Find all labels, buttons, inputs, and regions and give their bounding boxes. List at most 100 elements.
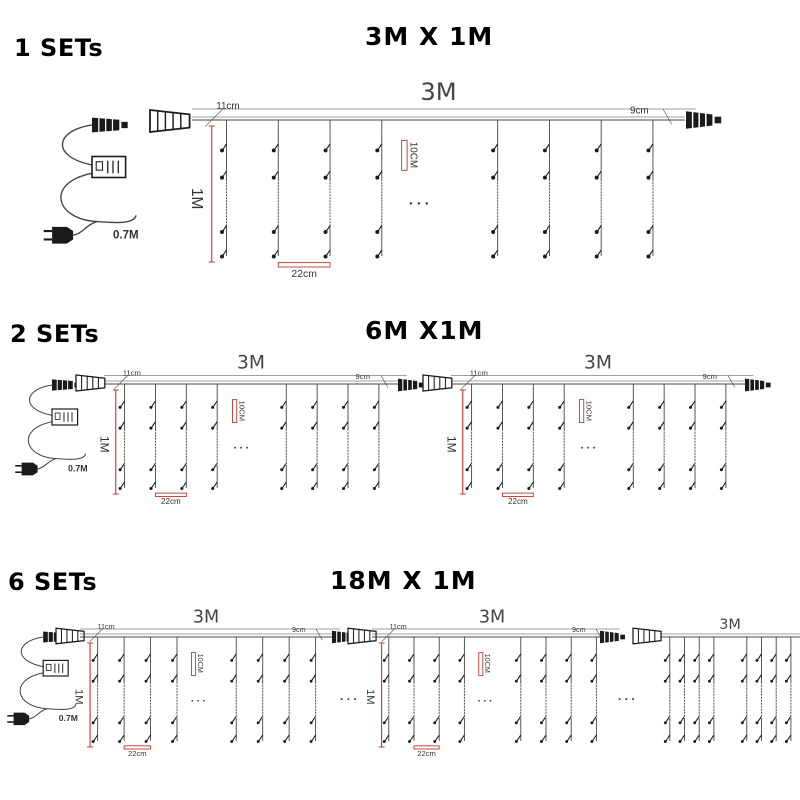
start-gap-label: 11cm xyxy=(470,369,488,378)
section-title: 3M X 1M xyxy=(365,22,494,51)
bulb xyxy=(755,740,759,743)
bulb xyxy=(707,679,711,683)
bulb xyxy=(590,721,594,725)
power-cable xyxy=(27,421,87,460)
section-label: 1 SETs xyxy=(14,34,104,62)
bulb-stem xyxy=(312,481,318,489)
length-label: 3M xyxy=(237,353,265,374)
bulb xyxy=(627,405,631,409)
bulb-stem xyxy=(409,674,415,681)
bulb-stem xyxy=(119,653,125,661)
bulb-stem xyxy=(120,462,126,470)
bulb xyxy=(496,426,500,430)
bulb xyxy=(283,679,287,683)
bulb xyxy=(565,658,569,662)
bulb xyxy=(309,658,313,662)
bulb xyxy=(540,740,543,743)
plug-body xyxy=(21,462,38,476)
bulb-stem xyxy=(694,715,700,723)
bulb-stem xyxy=(172,653,178,661)
bulb-stem xyxy=(150,481,156,489)
bulb-stem xyxy=(694,674,700,681)
bulb-stem xyxy=(146,734,152,742)
bulb xyxy=(144,679,148,683)
bulb-stem xyxy=(258,715,264,723)
bulb-stem xyxy=(150,400,156,408)
power-plug-icon xyxy=(43,220,98,244)
bulb xyxy=(558,405,562,409)
bulb-stem xyxy=(771,653,777,661)
power-supply-group: 0.7M xyxy=(43,117,139,244)
bulb xyxy=(211,405,215,409)
height-label: 1M xyxy=(444,436,458,453)
bulb-stem xyxy=(541,674,547,681)
connector-body xyxy=(149,109,191,133)
bulb xyxy=(458,721,462,725)
bulb xyxy=(91,658,95,662)
bulb-stem xyxy=(516,734,522,742)
connector-plug-icon xyxy=(149,109,191,133)
bulb xyxy=(693,740,697,743)
bulb xyxy=(256,658,260,662)
bulb xyxy=(309,740,313,743)
bulb xyxy=(663,721,667,725)
bulb-stem xyxy=(434,674,440,681)
bulb xyxy=(678,679,682,683)
power-plug-icon xyxy=(15,458,57,476)
bulb xyxy=(149,405,153,409)
bulb-stem xyxy=(628,481,634,489)
bulb-stem xyxy=(786,734,792,742)
bulb xyxy=(594,175,599,180)
drop-spacing-label: 10CM xyxy=(483,654,492,673)
bulb-stem xyxy=(384,674,390,681)
connector-plug-icon xyxy=(75,374,106,392)
bulb-stem xyxy=(146,674,152,681)
bulb-stem xyxy=(541,653,547,661)
controller-body xyxy=(51,408,79,426)
dim-line xyxy=(727,375,736,388)
bulb-stem xyxy=(181,421,187,428)
bulb xyxy=(375,230,380,235)
bulb-stem xyxy=(591,653,597,661)
bulb xyxy=(688,405,693,409)
height-label: 1M xyxy=(188,188,205,209)
power-supply-group: 0.7M xyxy=(7,631,78,726)
dim-line xyxy=(89,628,103,643)
end-cap-tip xyxy=(620,634,625,640)
bulb xyxy=(514,679,518,683)
bulb-stem xyxy=(311,674,317,681)
bulb xyxy=(311,468,315,472)
bulb xyxy=(770,679,774,683)
length-label: 3M xyxy=(479,608,505,628)
power-connector-icon xyxy=(92,117,128,133)
bulb xyxy=(382,721,386,725)
curtain-unit: 3M xyxy=(660,617,800,743)
bulb xyxy=(271,230,276,235)
bulb xyxy=(663,679,667,683)
bulb-stem xyxy=(690,462,696,470)
bulb-stem xyxy=(559,421,565,428)
bulb-stem xyxy=(566,734,572,742)
strand-spacing-label: 22cm xyxy=(291,269,317,280)
controller-button xyxy=(45,663,52,671)
bulb xyxy=(220,254,224,259)
bulb-stem xyxy=(757,653,762,661)
bulb-stem xyxy=(146,715,152,723)
bulb-stem xyxy=(311,653,317,661)
cable-length-label: 0.7M xyxy=(113,229,139,241)
drop-spacing-label: 10CM xyxy=(407,142,418,168)
bulb xyxy=(118,486,122,491)
start-gap-label: 11cm xyxy=(216,101,239,112)
bulb xyxy=(527,468,531,472)
bulb xyxy=(283,658,287,662)
bulb xyxy=(220,230,224,235)
bulb xyxy=(784,679,788,683)
bulb-stem xyxy=(680,653,685,661)
connector-body xyxy=(347,627,377,645)
end-cap-tip xyxy=(714,116,722,124)
bulb xyxy=(558,426,562,430)
bulb xyxy=(740,658,744,662)
length-label: 3M xyxy=(193,608,219,628)
